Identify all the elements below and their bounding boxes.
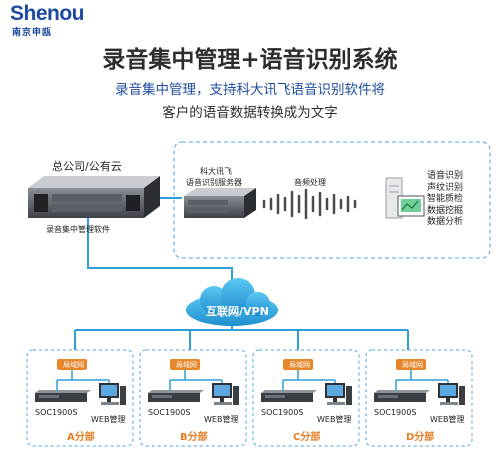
lan-badge — [396, 359, 426, 370]
soc-device-icon — [261, 390, 317, 402]
web-label: WEB管理 — [430, 415, 465, 424]
soc-device-icon — [148, 390, 204, 402]
asr-feature: 语音识别 — [427, 171, 464, 181]
asr-server-label-1: 科大讯飞 — [200, 167, 232, 176]
internet-cloud-icon — [186, 278, 278, 326]
device-label: SOC1900S — [374, 408, 417, 417]
branch-name: D分部 — [406, 432, 435, 443]
device-label: SOC1900S — [148, 408, 191, 417]
soc-device-icon — [35, 390, 91, 402]
lan-label: 局域网 — [176, 361, 197, 369]
asr-feature: 声纹识别 — [427, 182, 464, 193]
soc-device-icon — [374, 390, 430, 402]
lan-label: 局域网 — [63, 361, 84, 369]
branch-b: 局域网 SOC1900S WEB管理 B分部 — [140, 350, 246, 446]
branch-name: A分部 — [67, 432, 95, 443]
asr-server-icon — [184, 188, 256, 218]
hq-label: 总公司/公有云 — [52, 160, 122, 173]
waveform-icon — [262, 188, 357, 220]
branch-c: 局域网 SOC1900S WEB管理 C分部 — [253, 350, 359, 446]
web-label: WEB管理 — [204, 415, 239, 424]
asr-feature: 数据分析 — [427, 217, 464, 227]
lan-label: 局域网 — [402, 361, 423, 369]
brand-logo: Shenou — [10, 2, 85, 25]
lan-label: 局域网 — [289, 361, 310, 369]
lan-badge — [170, 359, 200, 370]
device-label: SOC1900S — [35, 408, 78, 417]
page-title: 录音集中管理+语音识别系统 — [102, 47, 398, 73]
network-label: 互联网/VPN — [206, 305, 269, 318]
pc-icon — [99, 383, 126, 405]
asr-server-label-2: 语音识别服务器 — [186, 178, 242, 187]
pc-icon — [212, 383, 239, 405]
subtitle-line-2: 客户的语音数据转换成为文字 — [162, 105, 338, 121]
asr-feature-list: 语音识别 声纹识别 智能质检 数据挖掘 数据分析 — [427, 171, 463, 229]
web-label: WEB管理 — [91, 415, 126, 424]
audio-processing-label: 音频处理 — [294, 178, 326, 187]
asr-feature: 数据挖掘 — [427, 205, 464, 216]
hq-server-icon — [28, 176, 160, 218]
lan-badge — [57, 359, 87, 370]
analytics-workstation-icon — [385, 177, 425, 219]
brand-logo-sub: 南京申瓯 — [12, 28, 53, 38]
branch-name: B分部 — [180, 432, 208, 443]
web-label: WEB管理 — [317, 415, 352, 424]
device-label: SOC1900S — [261, 408, 304, 417]
branch-d: 局域网 SOC1900S WEB管理 D分部 — [366, 350, 472, 446]
lan-badge — [283, 359, 313, 370]
pc-icon — [438, 383, 465, 405]
subtitle-line-1: 录音集中管理，支持科大讯飞语音识别软件将 — [115, 82, 385, 98]
asr-feature: 智能质检 — [427, 194, 464, 204]
branch-name: C分部 — [293, 432, 321, 443]
branch-a: 局域网 SOC1900S WEB管理 A分部 — [27, 350, 133, 446]
pc-icon — [325, 383, 352, 405]
hq-software-label: 录音集中管理软件 — [46, 225, 110, 234]
